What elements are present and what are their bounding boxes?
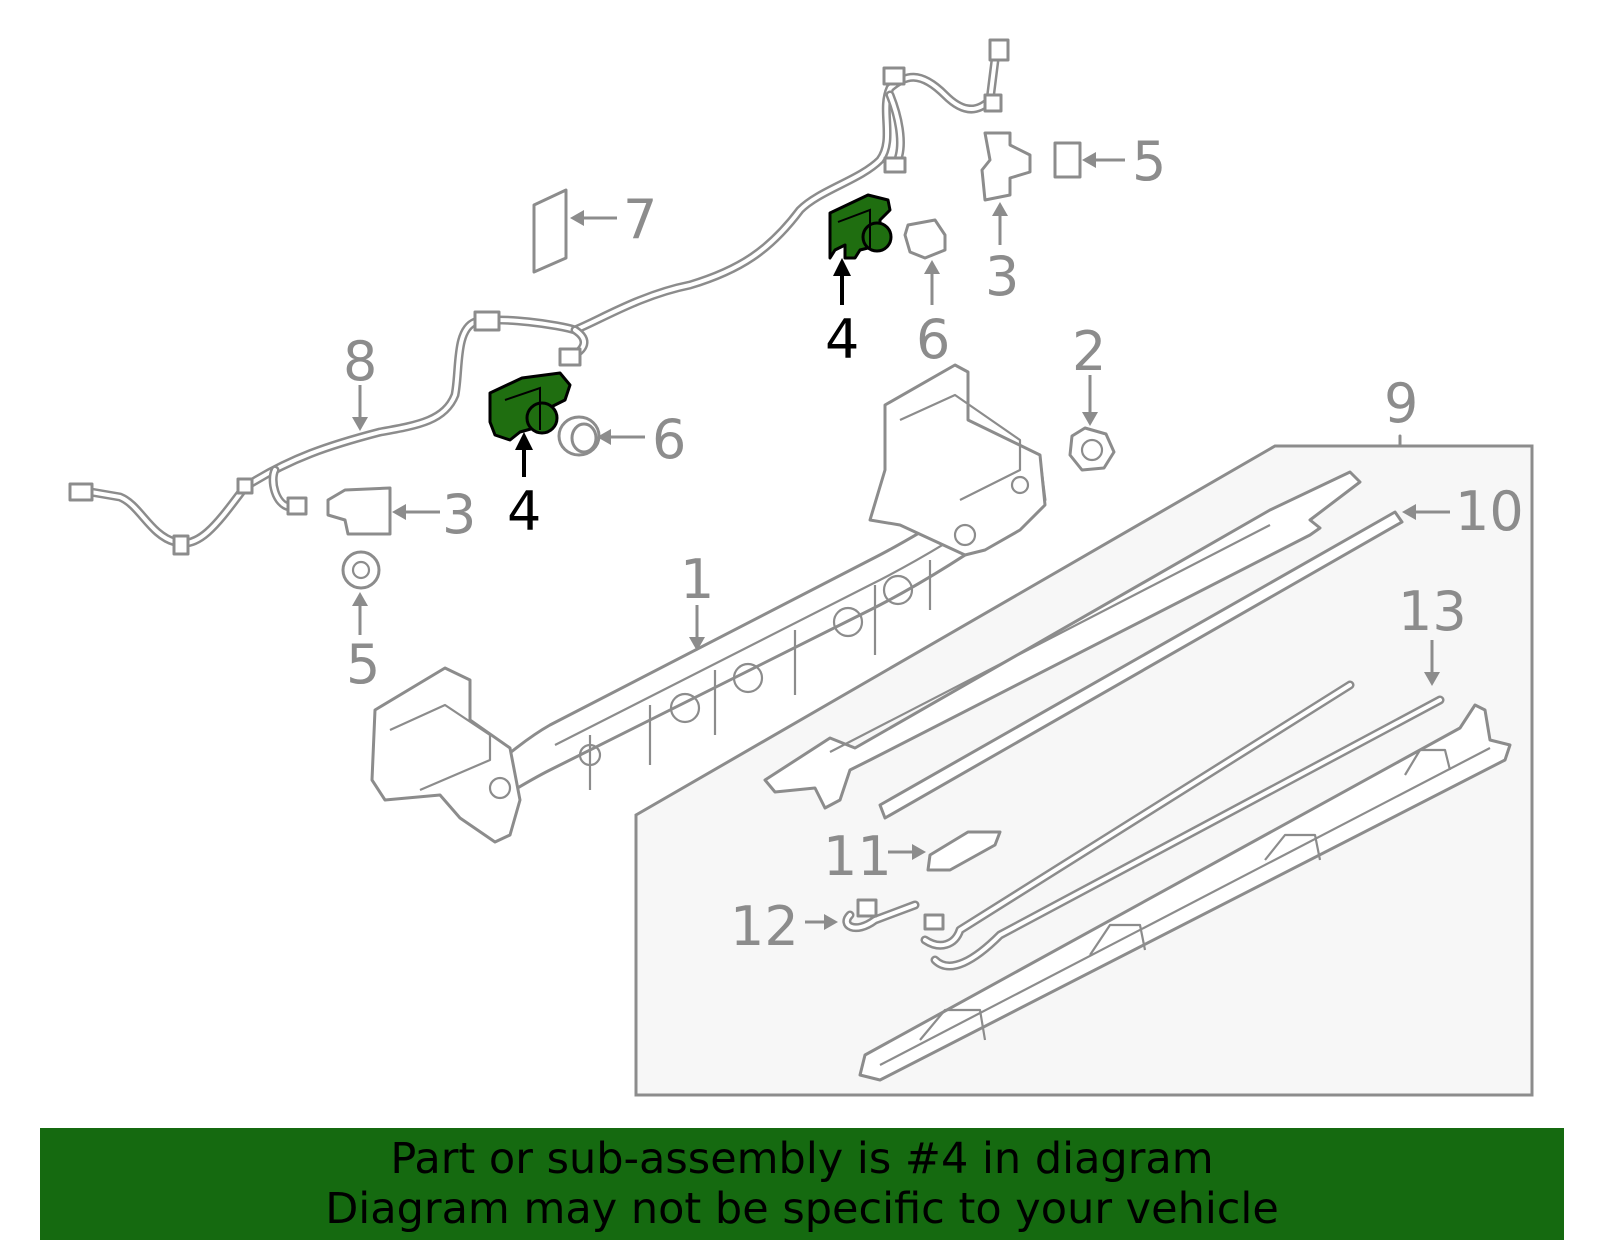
callout-3-lower: 3 — [442, 483, 476, 546]
grommet-6-upper — [903, 218, 947, 260]
callout-11: 11 — [823, 825, 892, 888]
callout-2: 2 — [1072, 320, 1106, 383]
nut-2 — [1068, 426, 1116, 472]
energy-absorber — [763, 470, 1362, 810]
callout-8: 8 — [343, 330, 377, 393]
part-5-upper — [1053, 141, 1082, 179]
bracket-3-lower — [326, 486, 392, 536]
callout-6-lower: 6 — [652, 408, 686, 471]
info-banner: Part or sub-assembly is #4 in diagram Di… — [40, 1128, 1564, 1240]
banner-line-2: Diagram may not be specific to your vehi… — [325, 1184, 1279, 1234]
bracket-3-upper — [980, 131, 1032, 202]
callout-6-upper: 6 — [916, 308, 950, 371]
lower-trim — [858, 703, 1512, 1082]
banner-line-1: Part or sub-assembly is #4 in diagram — [390, 1134, 1214, 1184]
sensor-4-lower — [488, 371, 572, 442]
callout-13: 13 — [1398, 580, 1467, 643]
reinforcement-beam — [370, 363, 1047, 844]
callout-3-upper: 3 — [985, 245, 1019, 308]
highlight-arrows — [515, 258, 851, 477]
callout-9: 9 — [1384, 372, 1418, 435]
assembly-9-box — [634, 444, 1534, 1097]
rod-10 — [878, 510, 1404, 820]
callout-12: 12 — [730, 895, 799, 958]
part-5-lower — [341, 550, 381, 590]
callout-5-upper: 5 — [1132, 130, 1166, 193]
callout-5-lower: 5 — [346, 633, 380, 696]
sensor-4-upper — [828, 193, 893, 260]
callout-4-upper: 4 — [825, 308, 859, 371]
grommet-6-lower — [557, 415, 601, 457]
sensor-wires — [842, 680, 1445, 971]
callout-1: 1 — [680, 548, 714, 611]
clip-11 — [926, 830, 1002, 872]
callout-4-lower: 4 — [507, 480, 541, 543]
leader-arrows — [352, 152, 1450, 930]
callout-10: 10 — [1455, 480, 1524, 543]
wiring-harness — [68, 38, 1010, 556]
gasket-7 — [532, 188, 568, 274]
callout-7: 7 — [623, 188, 657, 251]
